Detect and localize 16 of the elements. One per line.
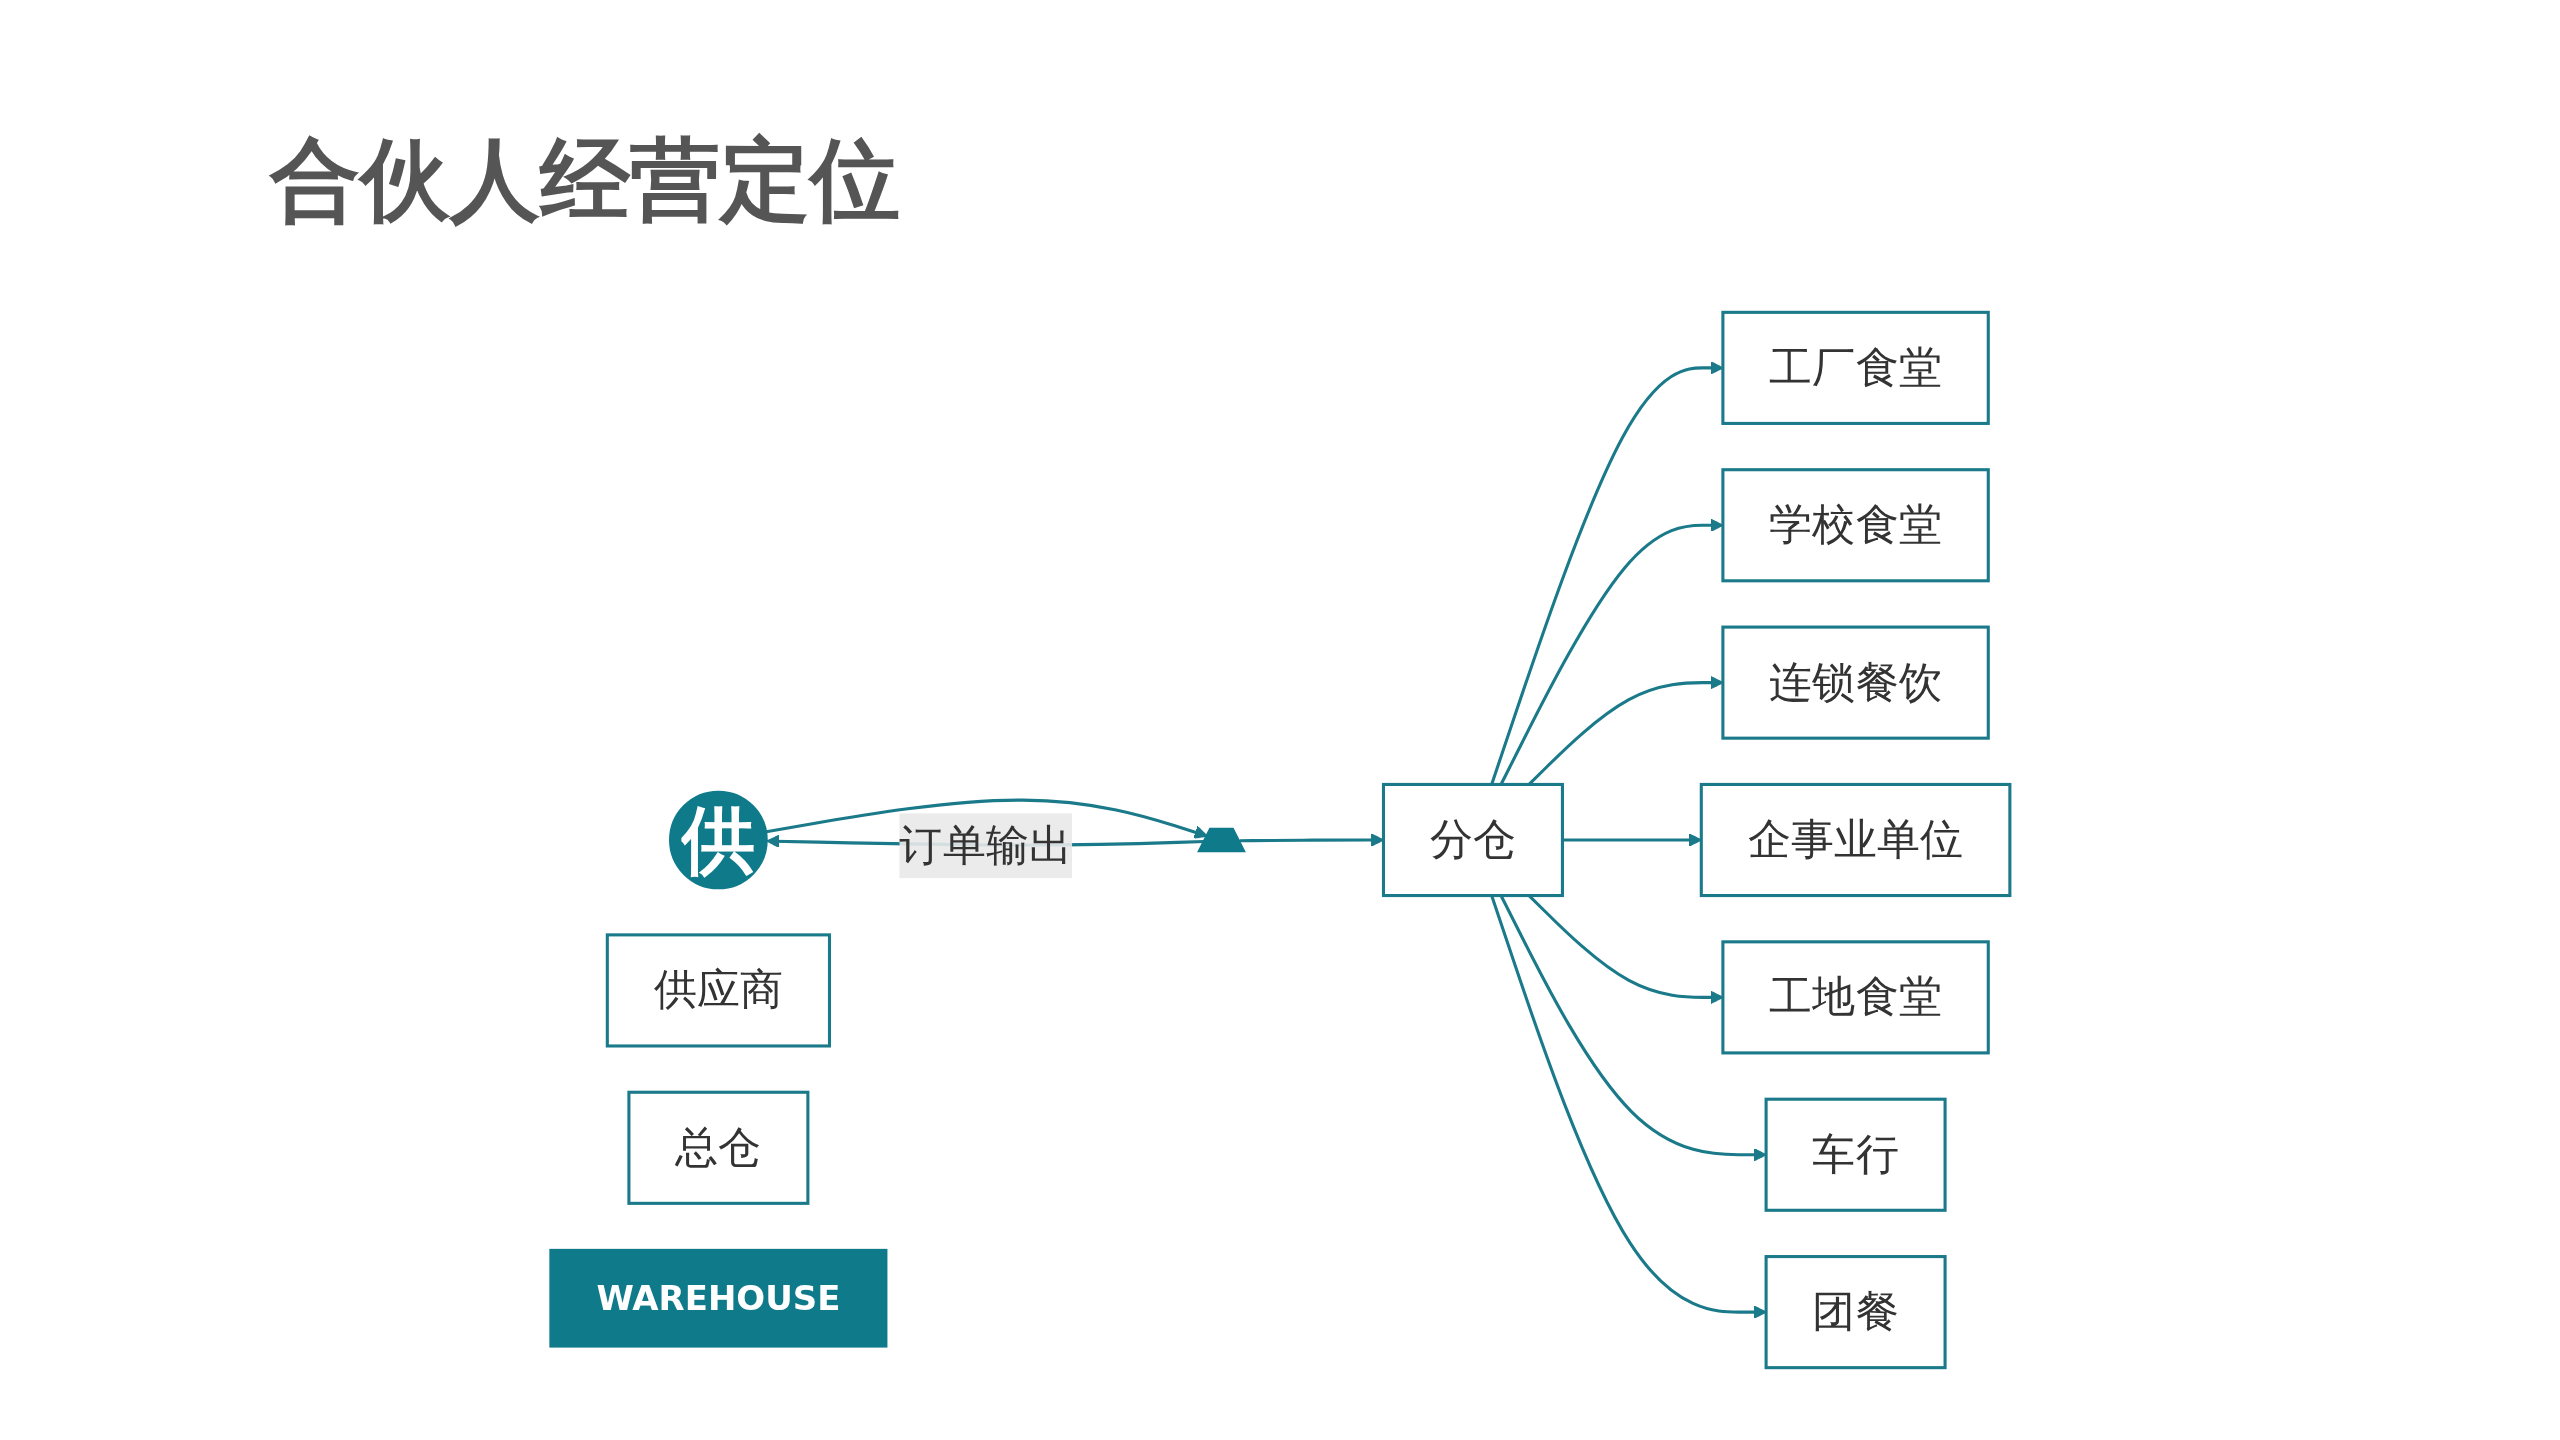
picture: [1197, 827, 1246, 853]
node-box: 连锁餐饮: [1721, 625, 1990, 740]
node-box: 企事业单位: [1699, 782, 2012, 898]
edge-label: 订单输出: [899, 819, 1073, 871]
node-box: 车行: [1764, 1097, 1947, 1212]
arrow: [766, 798, 1208, 839]
node-box: 工厂食堂: [1721, 310, 1990, 425]
node-box: 工地食堂: [1721, 940, 1990, 1055]
title: 合伙人经营定位: [270, 126, 900, 234]
node-box: 供应商: [605, 933, 832, 1048]
node-box: 团餐: [1764, 1255, 1947, 1370]
node-box: 总仓: [627, 1090, 810, 1205]
node-box: WAREHOUSE: [549, 1248, 888, 1348]
node-box: 学校食堂: [1721, 468, 1990, 583]
node-box: 分仓: [1381, 782, 1564, 898]
node-circle: 供: [669, 790, 768, 890]
